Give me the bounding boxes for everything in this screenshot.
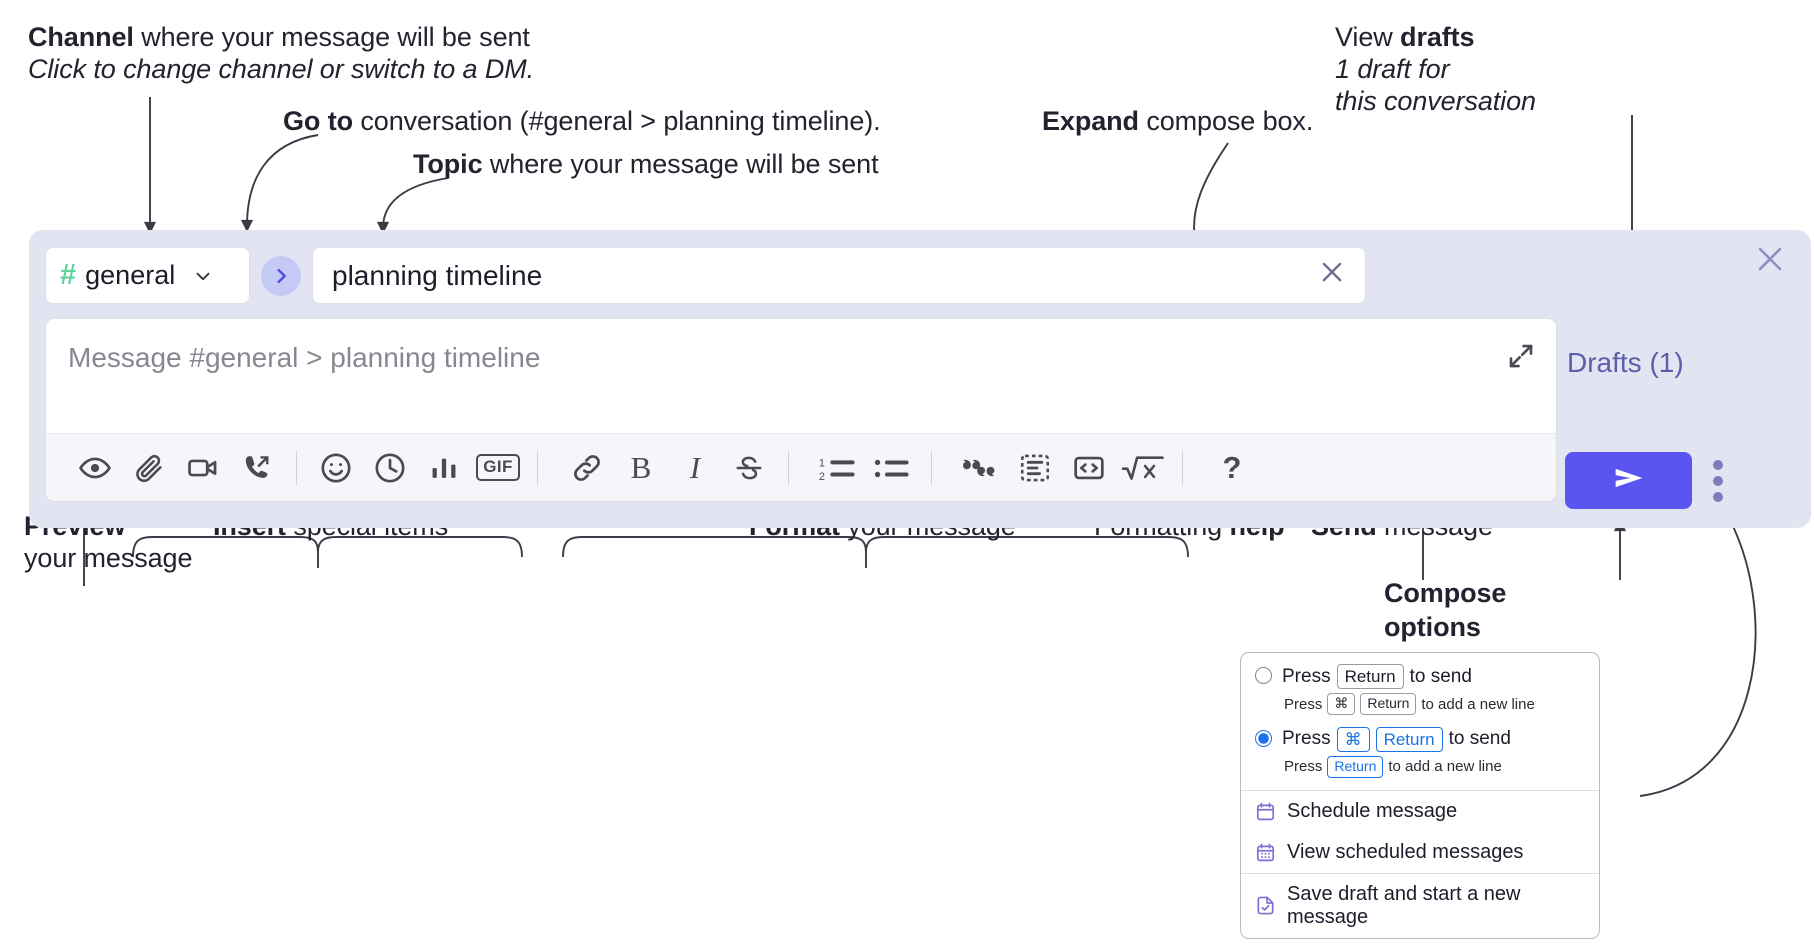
menu-item-label: Save draft and start a new message bbox=[1287, 882, 1521, 928]
annotation-goto: Go to conversation (#general > planning … bbox=[283, 106, 881, 136]
chevron-down-icon bbox=[192, 265, 214, 287]
message-placeholder: Message #general > planning timeline bbox=[68, 342, 541, 373]
close-icon[interactable] bbox=[1753, 242, 1787, 281]
preview-icon[interactable] bbox=[68, 441, 122, 495]
send-option-return[interactable]: Press Return to send Press ⌘ Return to a… bbox=[1241, 653, 1599, 719]
italic-icon[interactable]: I bbox=[668, 441, 722, 495]
menu-item-label: View scheduled messages bbox=[1287, 840, 1524, 863]
separator bbox=[788, 450, 789, 485]
separator bbox=[296, 450, 297, 485]
keycap-command: ⌘ bbox=[1336, 726, 1370, 752]
option-suffix: to send bbox=[1448, 728, 1511, 750]
help-glyph: ? bbox=[1222, 449, 1242, 485]
clock-icon[interactable] bbox=[363, 441, 417, 495]
send-button[interactable] bbox=[1565, 452, 1692, 509]
keycap-return: Return bbox=[1336, 664, 1404, 690]
compose-widget: # general planning timeline bbox=[29, 230, 1811, 528]
bulleted-list-icon[interactable] bbox=[865, 441, 919, 495]
suboption-suffix: to add a new line bbox=[1388, 758, 1502, 776]
divider bbox=[1241, 789, 1599, 791]
keycap-command: ⌘ bbox=[1327, 693, 1356, 715]
channel-topic-row: # general planning timeline bbox=[45, 247, 1366, 304]
video-clip-icon[interactable] bbox=[176, 441, 230, 495]
suboption-prefix: Press bbox=[1284, 695, 1323, 713]
formatting-help-icon[interactable]: ? bbox=[1205, 441, 1259, 495]
kebab-dot bbox=[1713, 476, 1723, 486]
annotation-expand: Expand compose box. bbox=[1042, 106, 1314, 136]
keycap-return: Return bbox=[1360, 693, 1417, 715]
gif-icon[interactable]: GIF bbox=[471, 441, 525, 495]
send-option-cmd-return[interactable]: Press ⌘ Return to send Press Return to a… bbox=[1241, 719, 1599, 790]
separator bbox=[537, 450, 538, 485]
option-suffix: to send bbox=[1409, 665, 1472, 687]
calendar-list-icon bbox=[1255, 842, 1276, 863]
message-input-box[interactable]: Message #general > planning timeline bbox=[45, 318, 1557, 502]
code-block-icon[interactable] bbox=[1008, 441, 1062, 495]
kebab-dot bbox=[1713, 460, 1723, 470]
radio-icon[interactable] bbox=[1255, 667, 1272, 684]
menu-item-save-draft[interactable]: Save draft and start a new message bbox=[1241, 874, 1599, 938]
calendar-schedule-icon bbox=[1255, 801, 1276, 822]
option-prefix: Press bbox=[1282, 728, 1331, 750]
svg-text:2: 2 bbox=[819, 471, 825, 483]
audio-clip-icon[interactable] bbox=[230, 441, 284, 495]
suboption-suffix: to add a new line bbox=[1421, 695, 1535, 713]
keycap-return: Return bbox=[1375, 726, 1443, 752]
hash-icon: # bbox=[60, 259, 77, 291]
inline-code-icon[interactable] bbox=[1062, 441, 1116, 495]
emoji-icon[interactable] bbox=[309, 441, 363, 495]
radio-icon-selected[interactable] bbox=[1255, 729, 1272, 747]
keycap-return: Return bbox=[1327, 756, 1384, 778]
divider bbox=[1241, 872, 1599, 874]
link-icon[interactable] bbox=[560, 441, 614, 495]
compose-options-button[interactable] bbox=[1713, 460, 1723, 502]
menu-item-label: Schedule message bbox=[1287, 799, 1458, 822]
svg-text:1: 1 bbox=[819, 457, 825, 469]
save-draft-icon bbox=[1255, 895, 1276, 916]
expand-diagonal-icon[interactable] bbox=[1506, 341, 1536, 376]
topic-input[interactable]: planning timeline bbox=[312, 247, 1366, 304]
suboption-prefix: Press bbox=[1284, 758, 1323, 776]
topic-value: planning timeline bbox=[332, 259, 543, 291]
annotation-channel: Channel where your message will be sent … bbox=[28, 22, 535, 84]
bold-icon[interactable]: B bbox=[614, 441, 668, 495]
separator bbox=[931, 450, 932, 485]
compose-inner-panel: # general planning timeline bbox=[29, 230, 1574, 528]
bold-glyph: B bbox=[630, 449, 652, 485]
strikethrough-icon[interactable] bbox=[722, 441, 776, 495]
channel-selector[interactable]: # general bbox=[45, 247, 250, 304]
annotation-topic: Topic where your message will be sent bbox=[413, 149, 879, 179]
gif-label: GIF bbox=[476, 454, 520, 481]
drafts-link[interactable]: Drafts (1) bbox=[1567, 347, 1684, 378]
italic-glyph: I bbox=[689, 449, 701, 485]
separator bbox=[1182, 450, 1183, 485]
menu-item-view-scheduled[interactable]: View scheduled messages bbox=[1241, 832, 1599, 873]
annotation-drafts: View drafts 1 draft for this conversatio… bbox=[1335, 22, 1536, 116]
compose-options-menu: Press Return to send Press ⌘ Return to a… bbox=[1240, 652, 1600, 939]
kebab-dot bbox=[1713, 492, 1723, 502]
blockquote-icon[interactable] bbox=[954, 441, 1008, 495]
formatting-toolbar: GIF B I bbox=[46, 433, 1556, 501]
poll-icon[interactable] bbox=[417, 441, 471, 495]
channel-name: general bbox=[85, 260, 176, 290]
send-paper-plane-icon bbox=[1607, 462, 1651, 499]
option-prefix: Press bbox=[1282, 665, 1331, 687]
close-icon[interactable] bbox=[1317, 257, 1347, 294]
latex-icon[interactable] bbox=[1116, 441, 1170, 495]
menu-item-schedule-message[interactable]: Schedule message bbox=[1241, 791, 1599, 832]
attachment-icon[interactable] bbox=[122, 441, 176, 495]
go-to-conversation-button[interactable] bbox=[261, 255, 301, 296]
